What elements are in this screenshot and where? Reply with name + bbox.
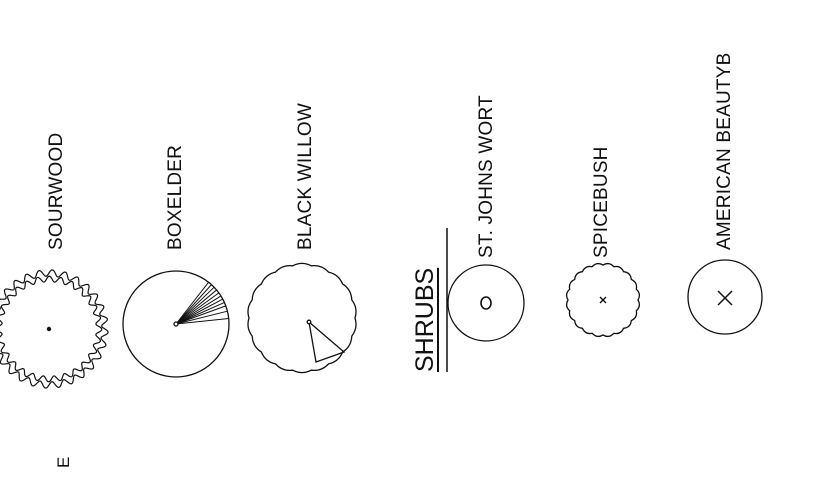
black-willow-triangle — [308, 320, 346, 363]
spicebush-symbol-icon — [565, 262, 641, 338]
boxelder-fan-line — [175, 292, 220, 325]
boxelder-fan-line — [175, 301, 225, 325]
black-willow-symbol-icon — [247, 262, 357, 374]
boxelder-fan-line — [175, 281, 210, 325]
boxelder-fan-line — [175, 298, 224, 325]
st-johns-wort-symbol-icon — [447, 264, 525, 342]
boxelder-circle — [122, 270, 230, 378]
boxelder-fan-line — [175, 286, 215, 325]
sourwood-symbol-icon — [0, 269, 109, 389]
black-willow-label: BLACK WILLOW — [295, 102, 316, 250]
boxelder-fan-line — [175, 289, 217, 325]
boxelder-fan-line — [175, 295, 222, 325]
spicebush-label: SPICEBUSH — [591, 146, 612, 258]
boxelder-center — [173, 321, 179, 327]
boxelder-label: BOXELDER — [165, 144, 186, 250]
spicebush-scalloped-outline — [565, 262, 641, 338]
left-fragment-label: E — [54, 456, 73, 468]
st-johns-wort-inner-circle — [480, 296, 492, 310]
sourwood-center-dot — [46, 326, 52, 332]
st-johns-wort-circle — [447, 264, 525, 342]
sourwood-label: SOURWOOD — [46, 132, 67, 250]
spicebush-x-mark — [599, 296, 607, 304]
sourwood-outer-wave — [0, 269, 109, 389]
shrubs-heading: SHRUBS — [411, 267, 439, 372]
american-beautyberry-label: AMERICAN BEAUTYB — [714, 52, 735, 250]
sourwood-inner-wave — [0, 275, 103, 383]
boxelder-fan-line — [175, 317, 229, 325]
american-beautyberry-x-mark — [717, 290, 733, 306]
boxelder-fan-line — [175, 305, 226, 325]
boxelder-fan-lines — [175, 281, 229, 325]
boxelder-symbol-icon — [122, 270, 230, 378]
boxelder-fan-line — [175, 284, 212, 325]
american-beautyberry-symbol-icon — [687, 259, 763, 335]
black-willow-vertex — [306, 319, 312, 325]
black-willow-scalloped-outline — [247, 262, 357, 374]
american-beautyberry-circle — [687, 259, 763, 335]
boxelder-fan-line — [175, 310, 228, 325]
st-johns-wort-label: ST. JOHNS WORT — [476, 95, 497, 258]
